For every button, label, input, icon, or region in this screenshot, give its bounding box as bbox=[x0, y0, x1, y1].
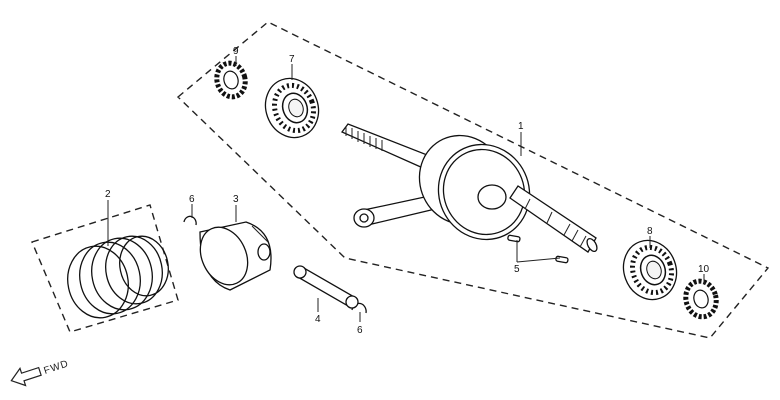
leader-lines bbox=[107, 56, 705, 322]
callout-4: 4 bbox=[315, 314, 321, 325]
callout-8: 8 bbox=[647, 226, 653, 237]
callout-3: 3 bbox=[233, 194, 239, 205]
callout-5: 5 bbox=[514, 264, 520, 275]
piston-pin bbox=[293, 265, 359, 309]
crankshaft bbox=[340, 123, 598, 253]
callout-6-top: 6 bbox=[189, 194, 195, 205]
forward-direction-label: FWD bbox=[42, 358, 70, 376]
ball-bearing-top bbox=[264, 77, 320, 139]
callout-2: 2 bbox=[105, 189, 111, 200]
callout-7: 7 bbox=[289, 54, 295, 65]
callout-10: 10 bbox=[698, 264, 710, 275]
piston-ring-group-outline bbox=[31, 204, 179, 333]
forward-direction-indicator: FWD bbox=[10, 358, 70, 387]
callout-9: 9 bbox=[233, 46, 239, 57]
callout-6-bottom: 6 bbox=[357, 325, 363, 336]
needle-bearing-right bbox=[683, 278, 719, 320]
crankshaft-group-outline bbox=[176, 21, 770, 339]
needle-bearing-top bbox=[214, 60, 248, 100]
piston bbox=[199, 221, 272, 291]
ball-bearing-right bbox=[622, 239, 678, 301]
piston-rings bbox=[67, 235, 169, 319]
callout-1: 1 bbox=[518, 121, 524, 132]
circlip-top bbox=[183, 215, 197, 226]
forward-arrow-icon bbox=[10, 366, 42, 387]
